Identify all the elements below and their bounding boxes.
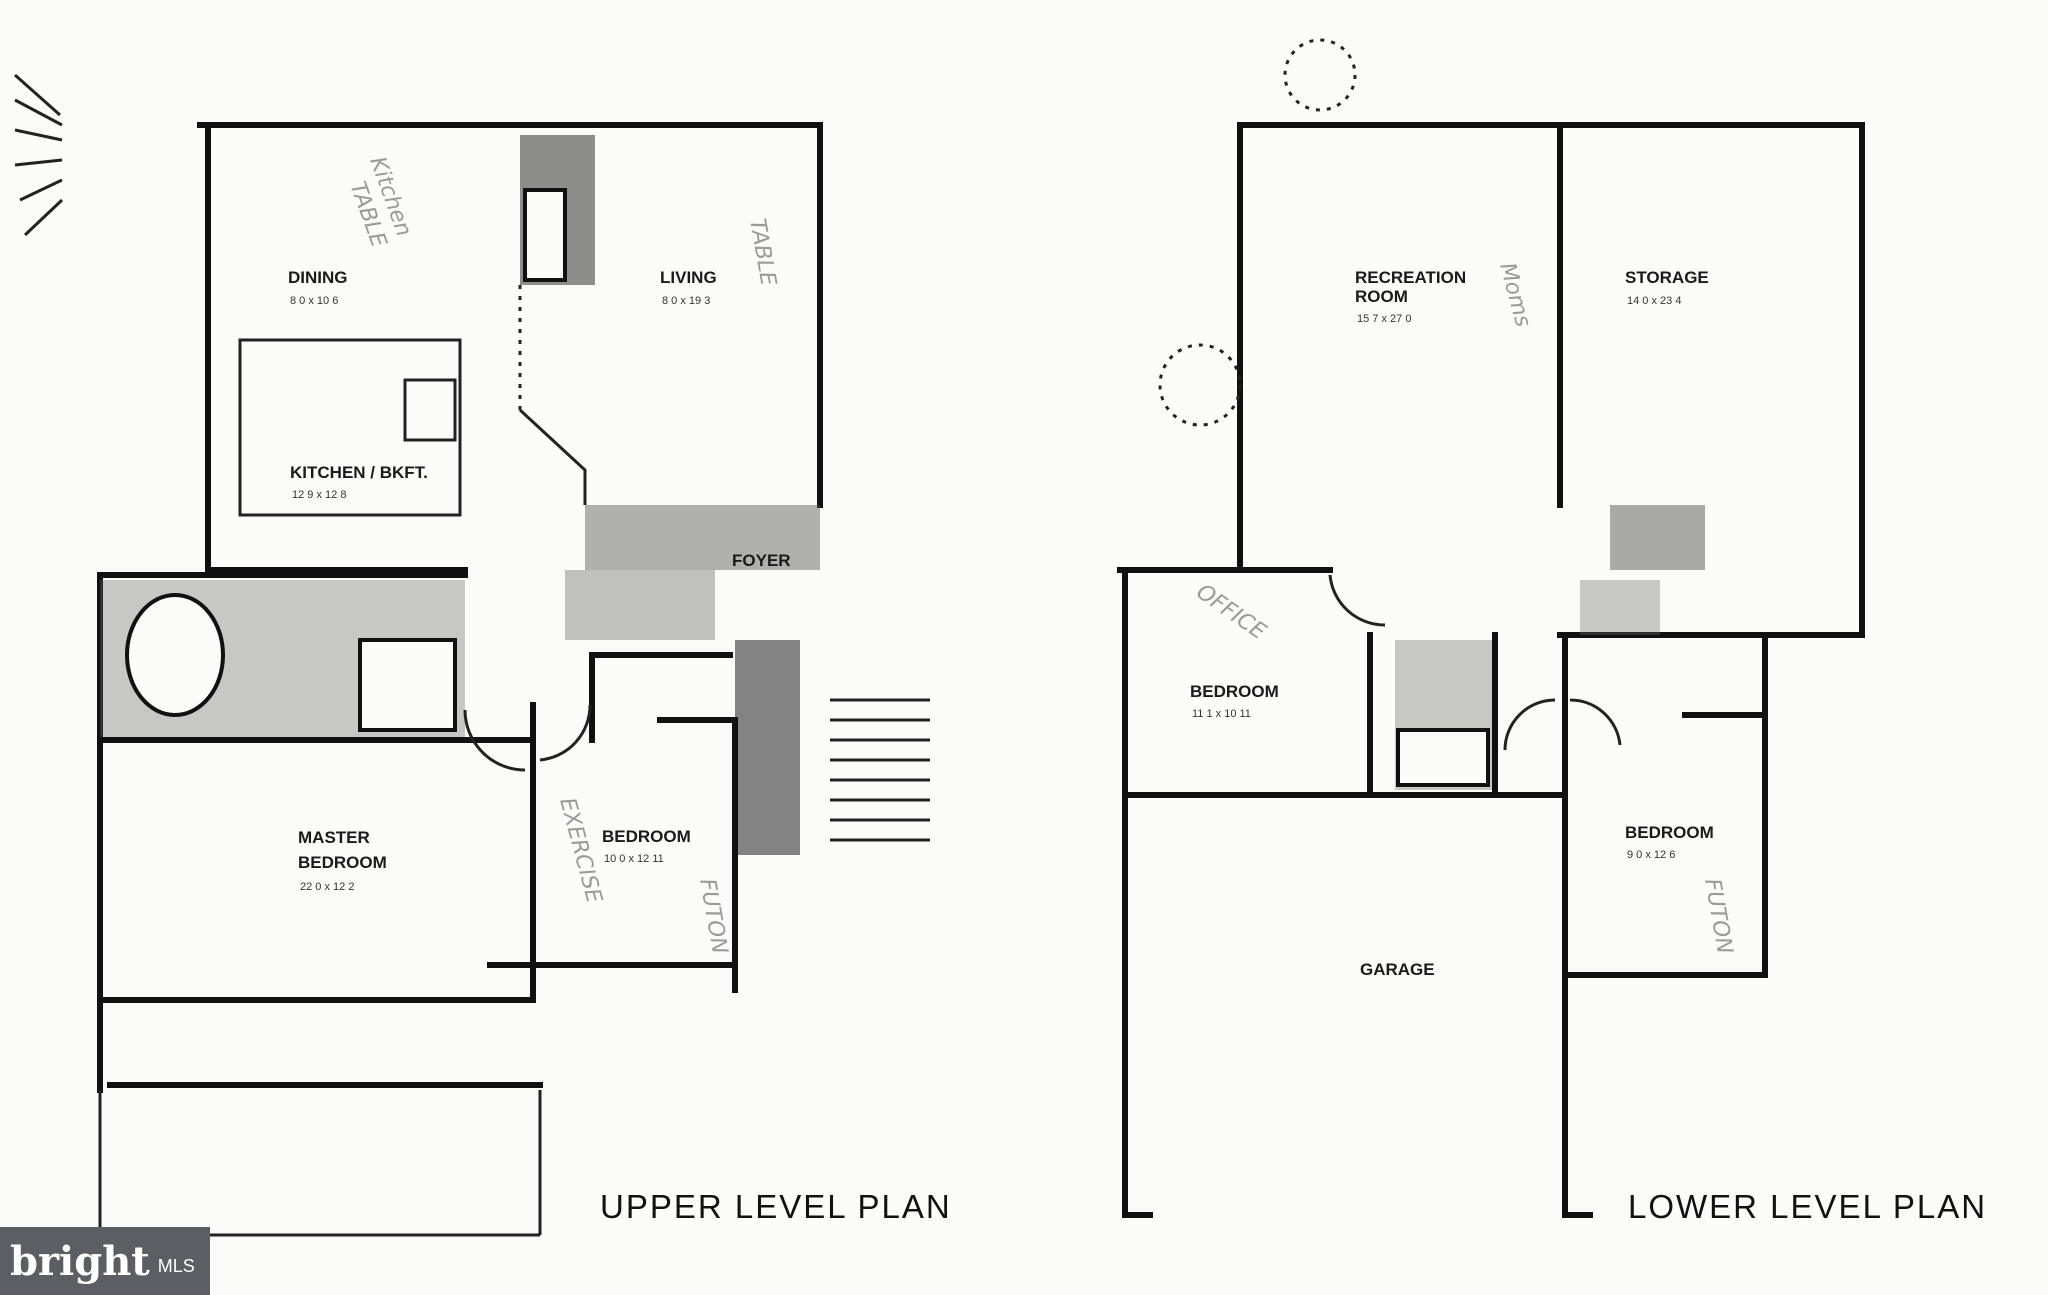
storage-dims: 14 0 x 23 4 <box>1627 295 1681 307</box>
upper-plan-title: UPPER LEVEL PLAN <box>600 1188 952 1225</box>
lower-plan-title: LOWER LEVEL PLAN <box>1628 1188 1987 1225</box>
master-bedroom-dims: 22 0 x 12 2 <box>300 881 354 893</box>
bedroom-upper-dims: 10 0 x 12 11 <box>604 853 664 865</box>
kitchen-label: KITCHEN / BKFT. <box>290 463 428 482</box>
watermark-brand: bright <box>10 1237 150 1285</box>
storage-label: STORAGE <box>1625 268 1709 287</box>
note-table-2: TABLE <box>744 217 780 288</box>
bedroom-lower-left-label: BEDROOM <box>1190 682 1279 701</box>
master-bedroom-label: BEDROOM <box>298 853 387 872</box>
bedroom-lower-right-dims: 9 0 x 12 6 <box>1627 849 1675 861</box>
note-futon-upper: FUTON <box>694 877 732 956</box>
note-moms: Moms <box>1494 260 1535 330</box>
lower-level-plan: RECREATION ROOM 15 7 x 27 0 STORAGE 14 0… <box>1117 38 1987 1225</box>
bedroom-lower-right-label: BEDROOM <box>1625 823 1714 842</box>
living-label: LIVING <box>660 268 717 287</box>
note-futon-lower: FUTON <box>1699 877 1737 956</box>
foyer-label: FOYER <box>732 551 791 570</box>
bedroom-lower-left-dims: 11 1 x 10 11 <box>1192 708 1251 720</box>
recreation-room-label: ROOM <box>1355 287 1408 306</box>
garage-label: GARAGE <box>1360 960 1435 979</box>
watermark-sub: MLS <box>157 1255 195 1276</box>
dining-dims: 8 0 x 10 6 <box>290 295 338 307</box>
scribble-decoration <box>14 73 64 237</box>
upper-level-plan: DINING 8 0 x 10 6 LIVING 8 0 x 19 3 KITC… <box>97 122 952 1237</box>
note-office: OFFICE <box>1192 579 1271 644</box>
note-exercise: EXERCISE <box>554 795 606 906</box>
recreation-label: RECREATION <box>1355 268 1466 287</box>
recreation-dims: 15 7 x 27 0 <box>1357 313 1411 325</box>
dining-label: DINING <box>288 268 348 287</box>
kitchen-dims: 12 9 x 12 8 <box>292 489 346 501</box>
living-dims: 8 0 x 19 3 <box>662 295 710 307</box>
bright-mls-watermark: bright MLS <box>0 1227 210 1295</box>
master-label: MASTER <box>298 828 370 847</box>
bedroom-upper-label: BEDROOM <box>602 827 691 846</box>
